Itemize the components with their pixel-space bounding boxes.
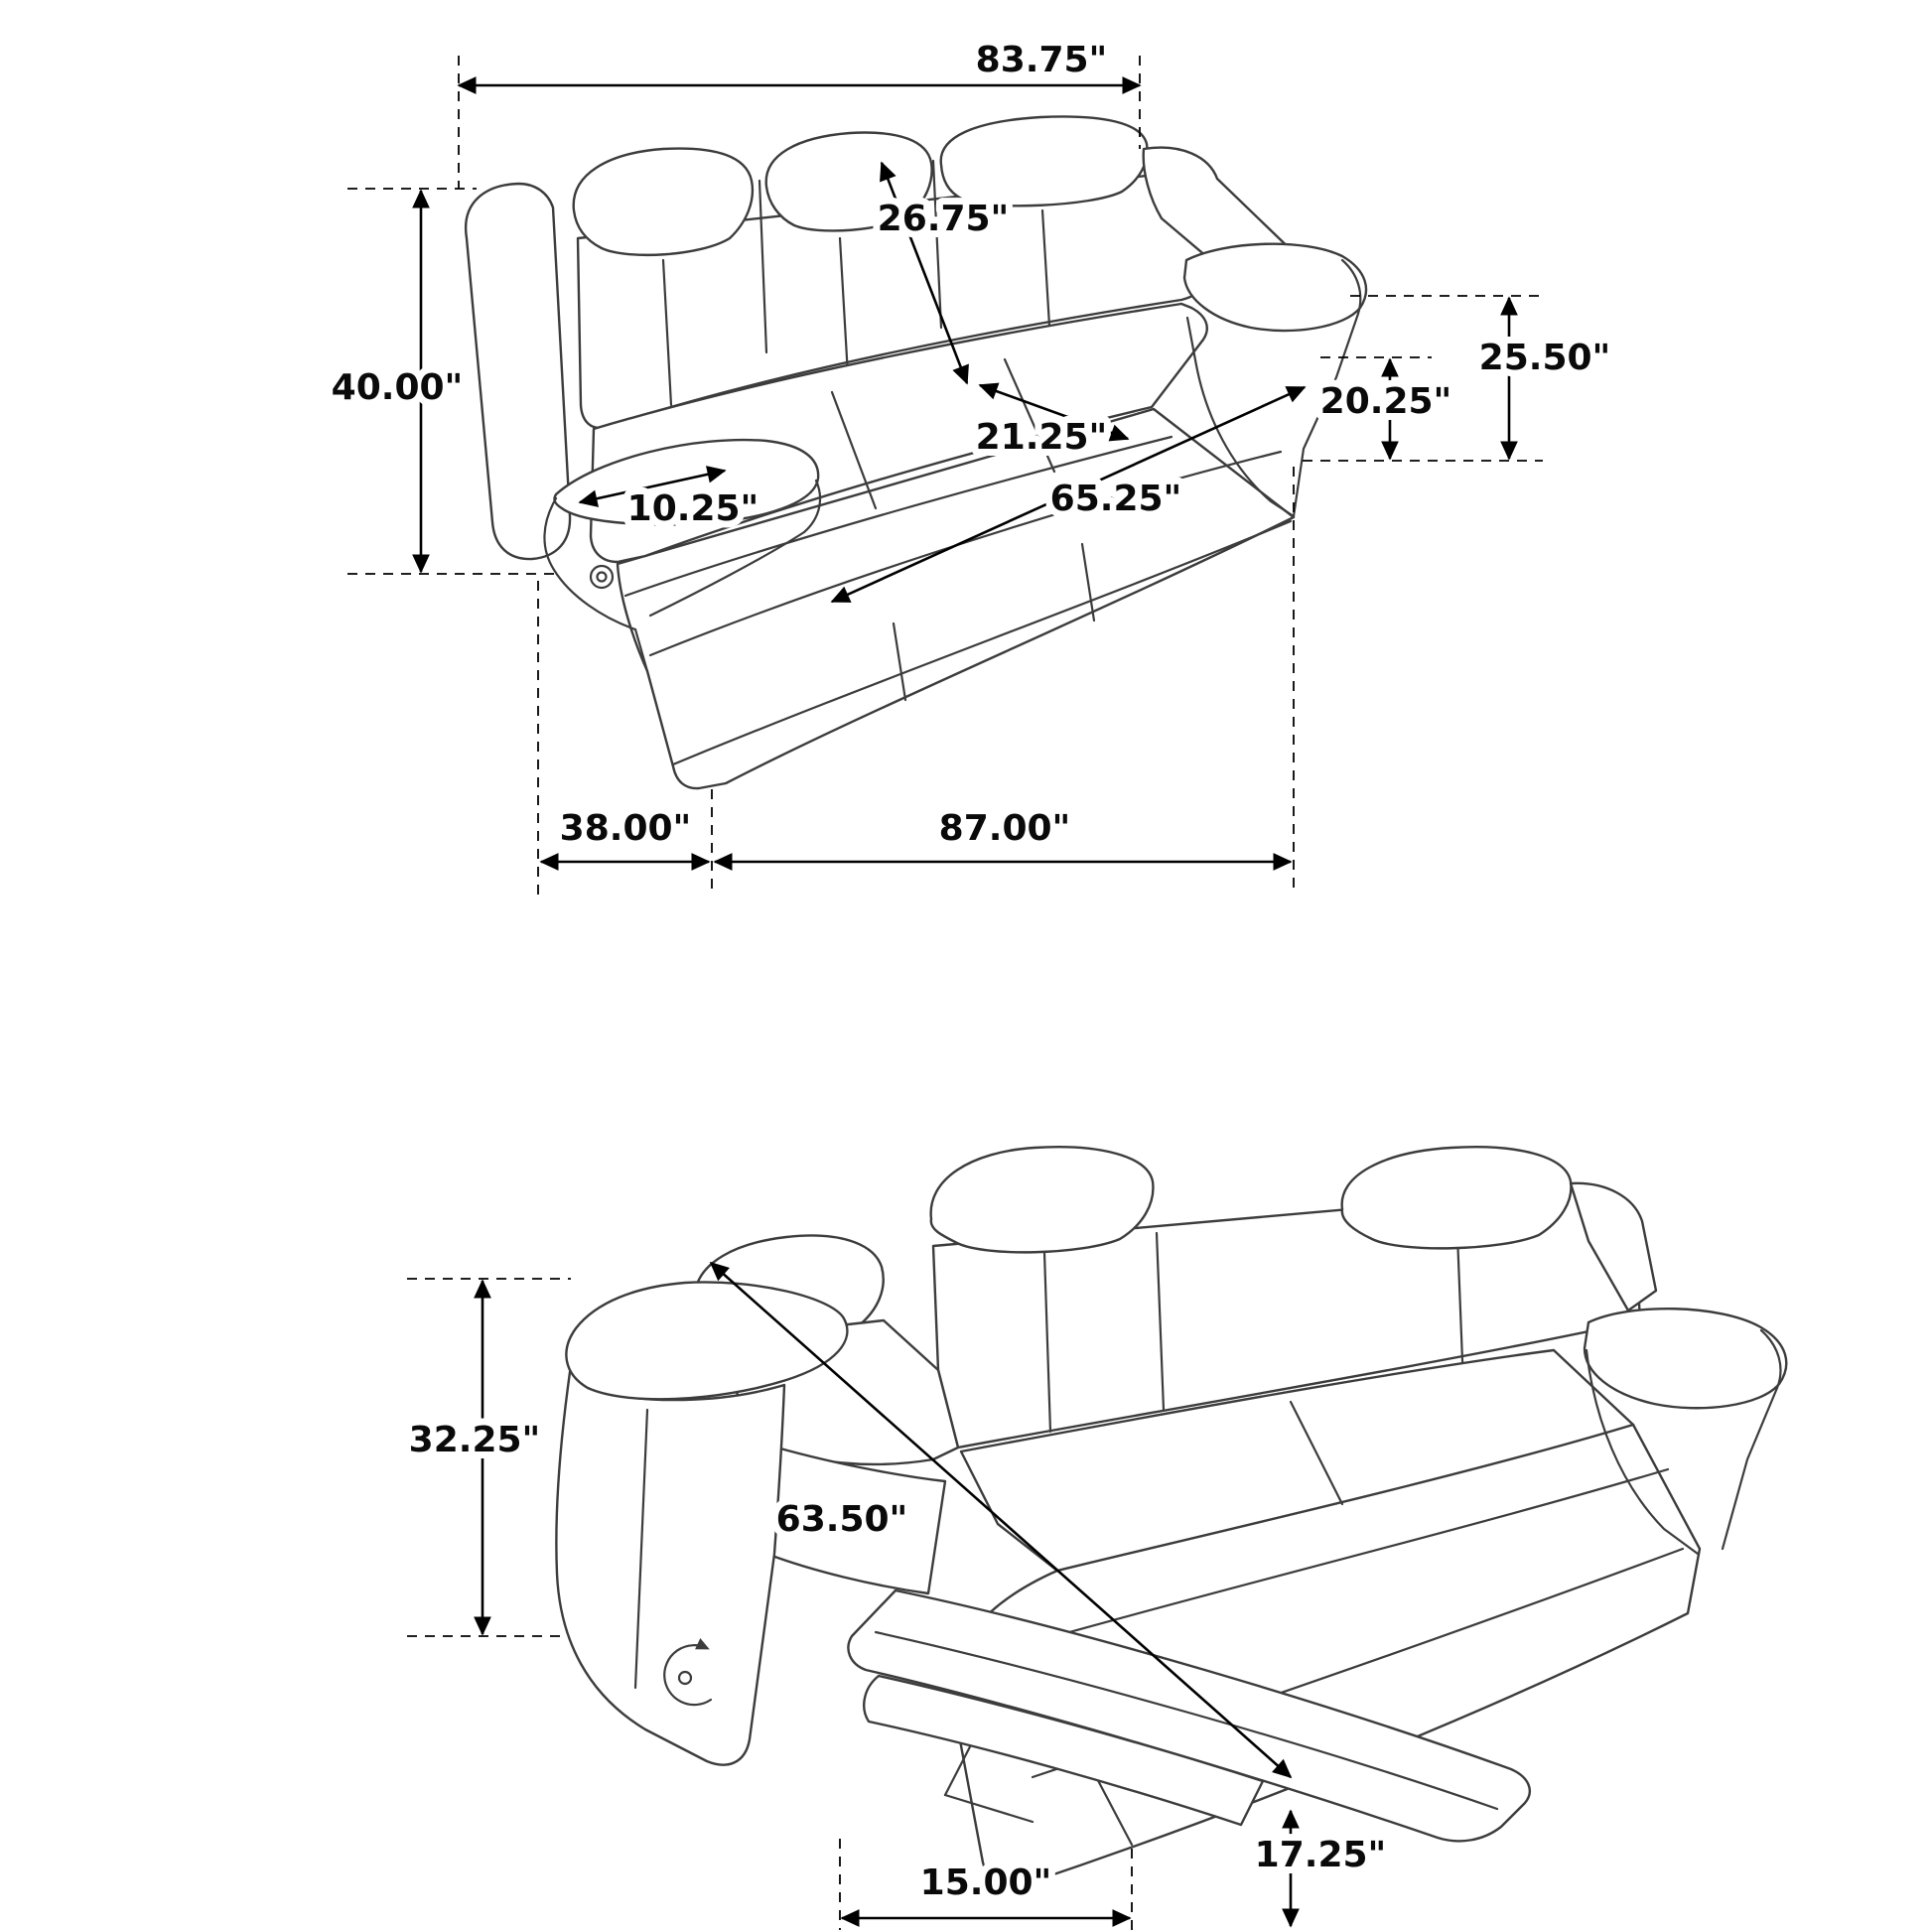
dimensions-reclined: 32.25" 63.50" 17.25" 15.00" [402,1261,1393,1930]
sofa-reclined-drawing [555,1146,1788,1888]
recline-lever-icon [663,1638,713,1707]
power-button-icon [589,564,615,590]
headrest-right-reclined-view [1340,1146,1573,1250]
dimensions-upright: 83.75" 40.00" 26.75" 25.50" 20.25" 21.25… [325,33,1617,896]
dim-label-arm-width: 10.25" [627,488,759,529]
dim-arrow-seat-width [830,385,1307,604]
dim-label-back-diagonal: 26.75" [878,199,1010,239]
dim-label-overall-width-floor: 87.00" [939,808,1071,849]
headrest-right [939,115,1149,207]
dim-label-footrest-height: 17.25" [1255,1835,1387,1875]
headrest-middle-reclined-view [929,1146,1155,1254]
headrest-left [572,147,755,257]
dim-label-reclined-back-height: 32.25" [409,1420,541,1460]
dim-arrow-arm-width [578,466,727,507]
dim-label-arm-height: 25.50" [1479,338,1611,378]
dim-label-seat-depth: 21.25" [976,417,1108,458]
dim-label-reclined-length: 63.50" [776,1499,908,1540]
dim-arrow-back-diagonal [880,161,969,385]
dim-label-body-depth: 38.00" [560,808,692,849]
back-wing-left [464,182,572,561]
armrest-right-reclined-view [1583,1308,1788,1410]
back-corner-right-reclined [1569,1181,1658,1312]
dim-label-recline-clearance: 15.00" [920,1863,1052,1903]
armrest-right [1182,242,1368,333]
dim-label-overall-width: 83.75" [976,40,1108,80]
dim-label-seat-height: 20.25" [1320,381,1452,422]
dim-label-seat-width: 65.25" [1050,479,1182,519]
dim-arrow-reclined-length [709,1261,1293,1779]
dim-label-overall-height: 40.00" [332,367,464,408]
